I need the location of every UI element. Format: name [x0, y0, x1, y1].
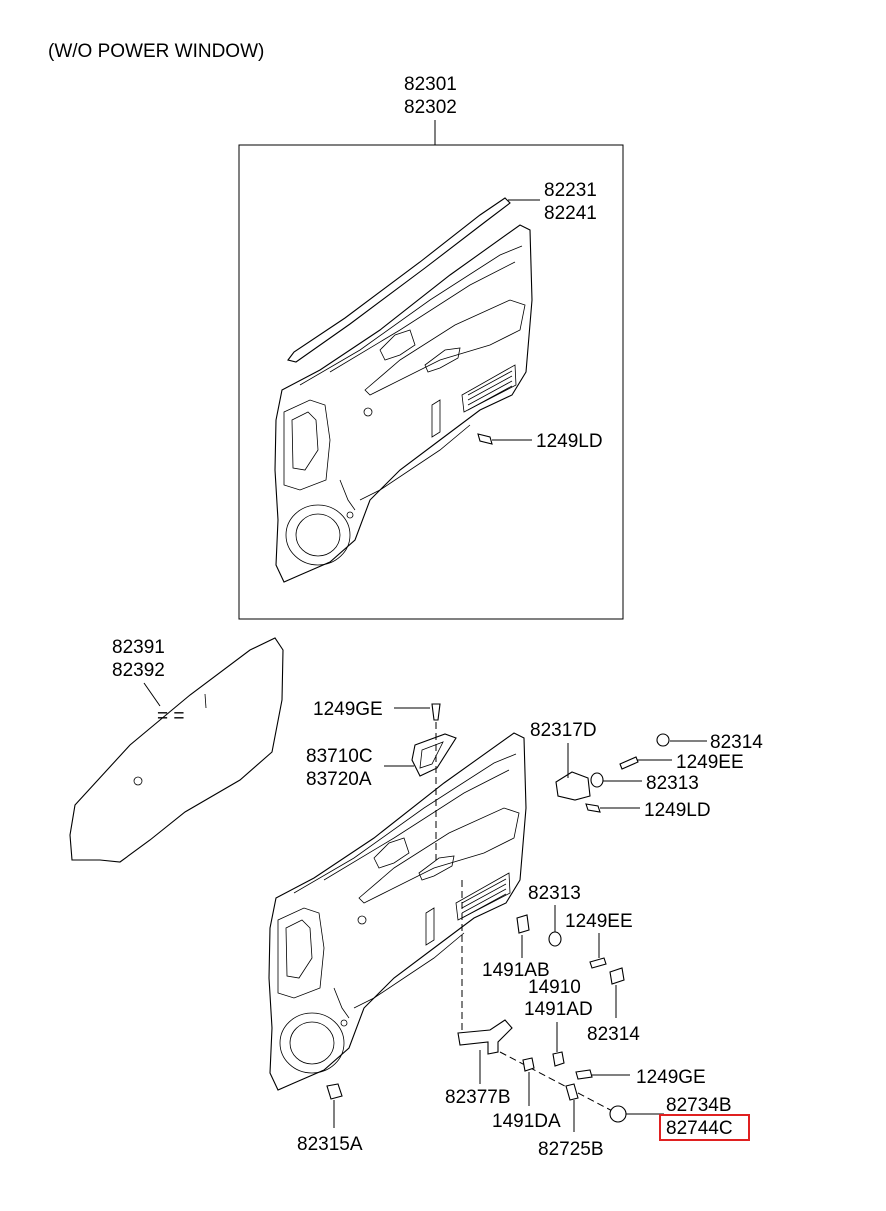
label-1249ee-mid: 1249EE — [565, 911, 633, 932]
label-82314-mid: 82314 — [587, 1024, 640, 1045]
lower-assembly: 1249GE 83710C 83720A 82317D 82314 1249EE… — [268, 699, 763, 1160]
label-83710c: 83710C — [306, 746, 373, 767]
label-83720a: 83720A — [306, 769, 372, 790]
label-82725b: 82725B — [538, 1139, 604, 1160]
clip-part-1491ab — [516, 914, 530, 934]
screw-part-1249ee-top — [619, 756, 639, 770]
label-1491da: 1491DA — [492, 1111, 561, 1132]
highlight-box — [659, 1114, 750, 1141]
label-1249ld-mid: 1249LD — [644, 800, 711, 821]
clip-part-1491ad — [552, 1051, 565, 1067]
inside-handle-part — [555, 771, 591, 801]
screw-part-1249ld — [477, 433, 493, 445]
label-82392: 82392 — [112, 660, 165, 681]
cap-part-82314-top — [656, 733, 670, 747]
screw-part-1249ld-mid — [585, 803, 601, 813]
label-1249ee-top: 1249EE — [676, 752, 744, 773]
label-1249ge-top: 1249GE — [313, 699, 383, 720]
label-82302: 82302 — [404, 97, 457, 118]
label-82315a: 82315A — [297, 1134, 363, 1155]
label-82377b: 82377B — [445, 1087, 511, 1108]
bracket-part — [457, 1019, 513, 1055]
grommet-part-82744c — [609, 1105, 627, 1123]
insulation-pad: = = 82391 82392 — [69, 637, 284, 863]
svg-text:= =: = = — [157, 706, 184, 727]
pull-cup-part — [411, 733, 457, 777]
label-82231: 82231 — [544, 180, 597, 201]
label-82314-top: 82314 — [710, 732, 763, 753]
label-82734b: 82734B — [666, 1095, 732, 1116]
diagram-title: (W/O POWER WINDOW) — [48, 41, 264, 62]
label-1491ad: 1491AD — [524, 999, 593, 1020]
label-1249ge-bottom: 1249GE — [636, 1067, 706, 1088]
label-14910: 14910 — [528, 977, 581, 998]
screw-part-1249ge-bottom — [575, 1069, 593, 1080]
label-82317d: 82317D — [530, 720, 597, 741]
clip-part-82315a — [326, 1083, 343, 1100]
screw-part-82725b — [565, 1083, 579, 1101]
label-82313-top: 82313 — [646, 773, 699, 794]
weatherstrip-part — [287, 197, 511, 363]
label-82391: 82391 — [112, 637, 165, 658]
label-82744c: 82744C — [666, 1118, 733, 1139]
screw-part-1249ge-top — [431, 703, 441, 721]
clip-part-1491da — [522, 1057, 535, 1072]
top-assembly: 82301 82302 82231 82241 1249LD — [238, 74, 624, 620]
label-82313-mid: 82313 — [528, 883, 581, 904]
label-1249ld-top: 1249LD — [536, 431, 603, 452]
washer-part-82313-mid — [548, 931, 562, 947]
screw-part-1249ee-mid — [589, 957, 607, 969]
assembly-box — [238, 144, 624, 620]
cap-part-82314-mid — [609, 967, 625, 985]
washer-part-82313-top — [590, 772, 604, 788]
label-82301: 82301 — [404, 74, 457, 95]
label-82241: 82241 — [544, 203, 597, 224]
label-1491ab: 1491AB — [482, 960, 550, 981]
